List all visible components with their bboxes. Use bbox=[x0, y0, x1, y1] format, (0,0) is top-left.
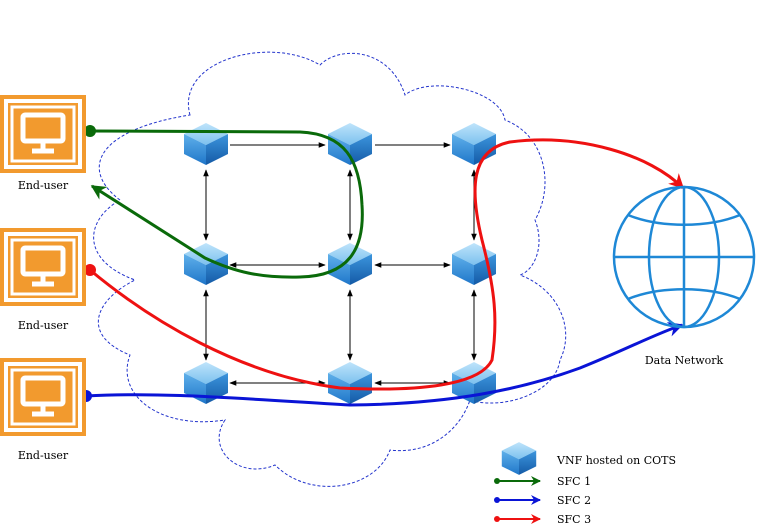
legend-vnf-label: VNF hosted on COTS bbox=[556, 454, 676, 467]
cloud-outline bbox=[93, 51, 567, 487]
end-user-label: End-user bbox=[18, 319, 69, 332]
end-user-label: End-user bbox=[18, 179, 69, 192]
legend-sfc2-label: SFC 2 bbox=[557, 494, 591, 507]
sfc1-start-dot bbox=[84, 125, 96, 137]
vnf-cube-icon bbox=[452, 123, 496, 165]
sfc1-path bbox=[89, 129, 364, 279]
sfc3-path bbox=[89, 138, 685, 391]
end-user-1: End-user bbox=[0, 95, 86, 192]
end-user-3: End-user bbox=[0, 358, 86, 462]
vnf-cube-icon bbox=[184, 123, 228, 165]
legend-sfc2-dot bbox=[494, 497, 500, 503]
vnf-cube-icon bbox=[501, 442, 537, 475]
data-network: Data Network bbox=[612, 185, 756, 367]
legend-sfc1-dot bbox=[494, 478, 500, 484]
end-user-label: End-user bbox=[18, 449, 69, 462]
globe-icon bbox=[612, 185, 756, 329]
end-user-2: End-user bbox=[0, 228, 86, 332]
vnf-cube-icon bbox=[328, 243, 372, 285]
vnf-cube-icon bbox=[328, 362, 372, 404]
vnf-grid bbox=[184, 123, 496, 404]
legend-sfc1-label: SFC 1 bbox=[557, 475, 591, 488]
legend-sfc3-dot bbox=[494, 516, 500, 522]
sfc2-path bbox=[85, 322, 684, 407]
sfc3-start-dot bbox=[84, 264, 96, 276]
monitor-icon bbox=[0, 95, 86, 173]
legend-sfc3-label: SFC 3 bbox=[557, 513, 591, 526]
monitor-icon bbox=[0, 228, 86, 306]
legend: VNF hosted on COTS SFC 1 SFC 2 SFC 3 bbox=[494, 442, 676, 526]
data-network-label: Data Network bbox=[645, 354, 724, 367]
monitor-icon bbox=[0, 358, 86, 436]
